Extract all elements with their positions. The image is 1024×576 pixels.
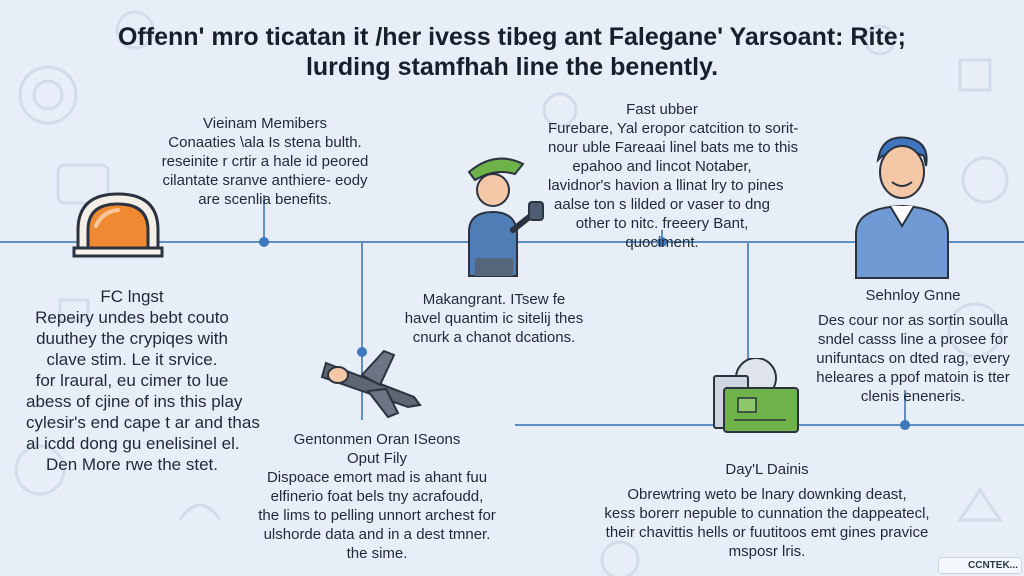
block-top-right: Fast ubber Furebare, Yal eropor catcitio… bbox=[548, 100, 799, 252]
bg-card-icon bbox=[56, 163, 110, 205]
block-right-heading: Sehnloy Gnne bbox=[865, 287, 961, 304]
block-top-right-line: epahoo and lincot Notaber, bbox=[572, 158, 752, 175]
block-bottom-left-line: the lims to pelling unnort archest for bbox=[258, 507, 496, 524]
bg-circle-icon bbox=[18, 65, 78, 125]
block-center-line: cnurk a chanot dcations. bbox=[412, 329, 576, 346]
block-top-left-line: are scenlia benefits. bbox=[198, 191, 332, 208]
block-right-line: Des cour nor as sortin soulla bbox=[817, 312, 1009, 329]
block-bottom-left-heading: Gentonmen Oran ISeons bbox=[293, 431, 461, 448]
brand-logo: CCNTEK... bbox=[938, 557, 1022, 574]
block-center: Makangrant. ITsew fe havel quantim ic si… bbox=[385, 290, 603, 347]
block-left-line: clave stim. Le it srvice. bbox=[46, 350, 218, 369]
block-top-right-line: Furebare, Yal eropor catcition to sorit- bbox=[548, 120, 799, 137]
block-left-line: al icdd dong gu enelisinel el. bbox=[26, 434, 240, 453]
block-top-right-line: nour uble Fareaai linel bats me to this bbox=[548, 139, 799, 156]
block-right-line: clenis eneneris. bbox=[860, 388, 966, 405]
bg-coin-icon bbox=[961, 156, 1009, 204]
block-bottom-left-line: Oput Fily bbox=[346, 450, 407, 467]
bg-ring-icon bbox=[115, 10, 155, 50]
helmet-icon bbox=[72, 192, 164, 258]
person-cap-icon bbox=[467, 157, 544, 277]
block-bottom-right-heading: Day'L Dainis bbox=[725, 461, 809, 478]
block-bottom-right: Day'L Dainis Obrewtring weto be lnary do… bbox=[598, 460, 936, 561]
title-line-2: lurding stamfhah line the benently. bbox=[305, 53, 719, 81]
folder-card-icon bbox=[713, 358, 799, 433]
block-left-line: duuthey the crypiqes with bbox=[36, 329, 228, 348]
block-top-left-line: Conaaties \ala Is stena bulth. bbox=[168, 134, 362, 151]
block-left-line: for lraural, eu cimer to lue bbox=[35, 371, 229, 390]
block-top-left-line: reseinite r crtir a hale id peored bbox=[161, 153, 369, 170]
timeline-node bbox=[657, 237, 667, 247]
block-left: FC lngst Repeiry undes bebt couto duuthe… bbox=[26, 286, 260, 475]
timeline-node bbox=[357, 347, 367, 357]
block-left-line: Den More rwe the stet. bbox=[46, 455, 218, 474]
block-bottom-left-line: Dispoace emort mad is ahant fuu bbox=[266, 469, 488, 486]
block-top-left-heading: Vieinam Memibers bbox=[203, 115, 327, 132]
timeline-node bbox=[259, 237, 269, 247]
block-top-left-line: cilantate sranve anthiere- eody bbox=[162, 172, 368, 189]
block-center-line: havel quantim ic sitelij thes bbox=[404, 310, 584, 327]
person-advisor-icon bbox=[855, 136, 949, 279]
block-left-line: cylesir's end cape t ar and thas bbox=[26, 413, 260, 432]
block-bottom-right-line: Obrewtring weto be lnary downking deast, bbox=[627, 486, 907, 503]
block-right-line: unifuntacs on dted rag, every bbox=[816, 350, 1010, 367]
bg-triangle-icon bbox=[957, 487, 1003, 522]
timeline-node bbox=[900, 420, 910, 430]
page-title: Offenn' mro ticatan it /her ivess tibeg … bbox=[0, 22, 1024, 82]
bg-square-icon bbox=[958, 58, 992, 92]
block-bottom-left-line: ulshorde data and in a dest tmner. bbox=[263, 526, 491, 543]
block-top-right-line: lavidnor's havion a llinat lry to pines bbox=[548, 177, 784, 194]
airplane-icon bbox=[320, 349, 422, 419]
block-bottom-left-line: the sime. bbox=[346, 545, 408, 562]
block-bottom-left: Gentonmen Oran ISeons Oput Fily Dispoace… bbox=[252, 430, 502, 563]
block-bottom-left-line: elfinerio foat bels tny acrafoudd, bbox=[270, 488, 484, 505]
block-right-line: sndel casss line a prosee for bbox=[817, 331, 1009, 348]
block-bottom-right-line: their chavittis hells or fuutitoos emt g… bbox=[605, 524, 929, 541]
block-top-right-heading: Fast ubber bbox=[626, 101, 698, 118]
block-top-right-line: quociment. bbox=[625, 234, 699, 251]
block-top-left: Vieinam Memibers Conaaties \ala Is stena… bbox=[160, 114, 370, 209]
block-left-line: abess of cjine of ins this play bbox=[26, 392, 243, 411]
block-top-right-line: aalse ton s lilded or vaser to dng bbox=[554, 196, 770, 213]
block-top-right-line: other to nitc. freeery Bant, bbox=[575, 215, 749, 232]
block-right: Sehnloy Gnne Des cour nor as sortin soul… bbox=[802, 286, 1024, 406]
block-bottom-right-line: msposr lris. bbox=[728, 543, 806, 560]
block-center-heading: Makangrant. ITsew fe bbox=[422, 291, 566, 308]
block-bottom-right-line: kess borerr nepuble to cunnation the dap… bbox=[604, 505, 930, 522]
block-left-line: Repeiry undes bebt couto bbox=[35, 308, 229, 327]
block-right-line: heleares a ppof matoin is tter bbox=[816, 369, 1010, 386]
title-line-1: Offenn' mro ticatan it /her ivess tibeg … bbox=[117, 23, 906, 51]
block-left-heading: FC lngst bbox=[100, 287, 164, 306]
